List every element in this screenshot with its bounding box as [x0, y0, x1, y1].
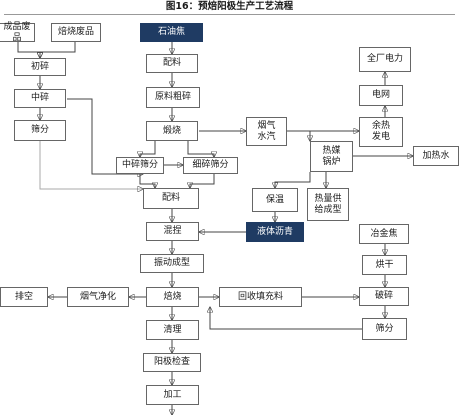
power-grid-box: 电网 — [359, 85, 403, 106]
processing-box: 加工 — [146, 385, 199, 405]
medium-crush-box: 中碎 — [14, 89, 66, 108]
arrow-product-scrap-to-primary-crush — [17, 42, 40, 58]
fine-crush-screen-box: 细碎筛分 — [183, 157, 238, 174]
arrow-medium-screen-to-batching — [139, 174, 155, 188]
medium-crush-screen-box: 中碎筛分 — [116, 157, 164, 174]
plant-power-box: 全厂电力 — [359, 47, 411, 72]
recycled-filler-box: 回收填充料 — [219, 287, 302, 307]
raw-crush-box: 原料粗碎 — [146, 87, 200, 108]
product-scrap-box: 成品废品 — [0, 22, 35, 43]
arrow-screen-to-batching — [39, 141, 143, 189]
arrow-calcining-to-fine-crush-screen — [187, 141, 214, 157]
heat-boiler-box: 热媒锅炉 — [310, 141, 353, 172]
crushing-box: 破碎 — [359, 287, 409, 306]
flue-steam-box: 烟气水汽 — [246, 117, 287, 146]
liquid-pitch-box: 液体沥青 — [246, 222, 304, 242]
baking-box: 焙烧 — [146, 287, 199, 307]
flue-purify-box: 烟气净化 — [67, 287, 129, 307]
primary-crush-box: 初碎 — [14, 58, 66, 76]
arrow-bake-scrap-to-primary-crush — [40, 42, 76, 58]
bake-scrap-box: 焙烧废品 — [51, 23, 101, 42]
arrow-screen-right-to-baking — [210, 307, 362, 330]
batching-box: 配料 — [143, 188, 199, 209]
insulation-box: 保温 — [252, 188, 298, 212]
arrow-fine-screen-to-batching — [190, 174, 215, 188]
screen-left-box: 筛分 — [14, 120, 66, 141]
figure-title: 图16：预焙阳极生产工艺流程 — [165, 1, 294, 12]
petroleum-coke-box: 石油焦 — [140, 23, 203, 42]
vibration-forming-box: 振动成型 — [140, 254, 204, 273]
calcining-box: 煅烧 — [146, 121, 198, 141]
metallurgical-coke-box: 冶金焦 — [359, 224, 409, 244]
batching-top-box: 配料 — [146, 54, 198, 73]
screen-right-box: 筛分 — [362, 318, 407, 340]
heat-water-box: 加热水 — [413, 146, 459, 166]
anode-inspect-box: 阳极检查 — [143, 353, 201, 372]
cleaning-box: 清理 — [146, 320, 199, 340]
drying-box: 烘干 — [362, 255, 407, 275]
heat-forming-box: 热量供给成型 — [307, 188, 349, 221]
kneading-box: 混捏 — [146, 222, 199, 241]
waste-heat-power-box: 余热发电 — [359, 117, 403, 147]
arrow-medium-crush-to-batching — [67, 98, 143, 174]
arrow-calcining-to-medium-crush-screen — [140, 141, 156, 157]
arrow-boiler-to-insulation — [275, 172, 311, 188]
exhaust-box: 排空 — [0, 287, 48, 307]
title-divider — [4, 14, 455, 15]
